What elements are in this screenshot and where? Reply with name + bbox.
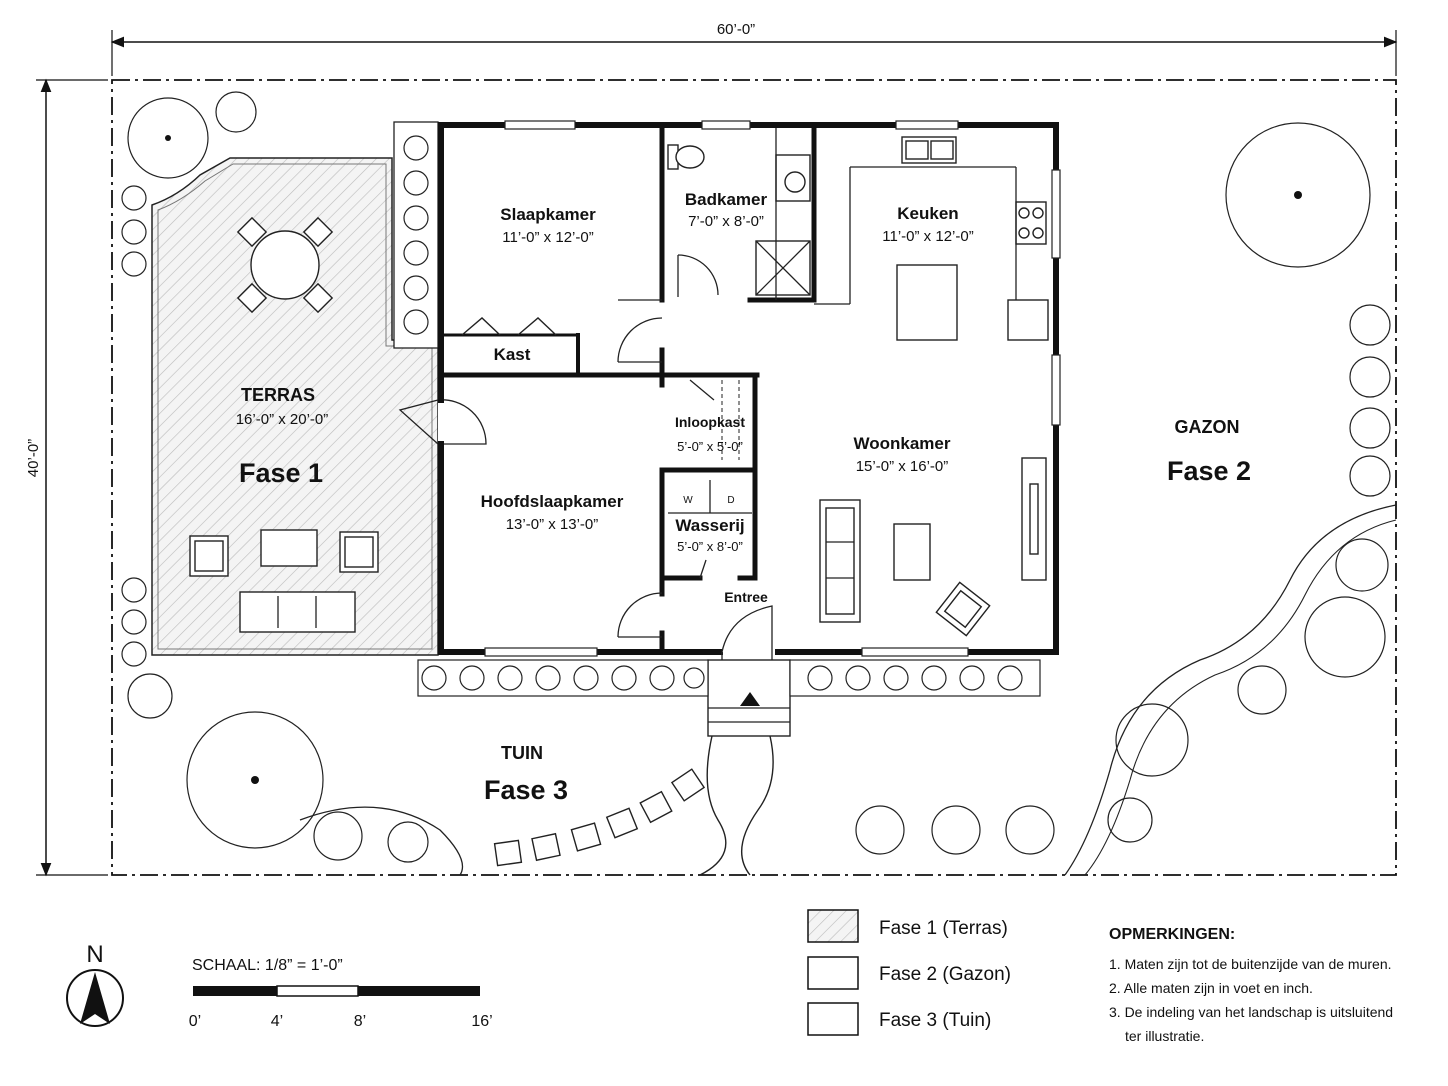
room-size-wasserij: 5’-0” x 8’-0” <box>677 539 743 554</box>
room-name-badkamer: Badkamer <box>685 190 768 209</box>
room-name-woonkamer: Woonkamer <box>854 434 951 453</box>
room-name-slaapkamer: Slaapkamer <box>500 205 596 224</box>
note-3: 3. De indeling van het landschap is uits… <box>1109 1004 1393 1020</box>
legend-label-fase2: Fase 2 (Gazon) <box>879 964 1011 985</box>
room-labels: Slaapkamer 11’-0” x 12’-0” Badkamer 7’-0… <box>481 190 974 605</box>
zone-labels: TERRAS 16’-0” x 20’-0” Fase 1 GAZON Fase… <box>236 385 1251 805</box>
note-1: 1. Maten zijn tot de buitenzijde van de … <box>1109 956 1392 972</box>
north-arrow: N <box>66 941 124 1027</box>
scale-tick-2: 8’ <box>354 1013 366 1030</box>
legend: Fase 1 (Terras) Fase 2 (Gazon) Fase 3 (T… <box>807 909 1011 1036</box>
height-dimension: 40’-0” <box>25 78 108 877</box>
notes: OPMERKINGEN: 1. Maten zijn tot de buiten… <box>1109 926 1393 1044</box>
bathroom-fixtures <box>667 128 811 300</box>
living-room-furniture <box>819 457 1047 637</box>
interior-doors <box>617 254 740 638</box>
room-size-inloopkast: 5’-0” x 5’-0” <box>677 439 743 454</box>
zone-name-tuin: TUIN <box>501 743 543 763</box>
room-name-hoofdslaapkamer: Hoofdslaapkamer <box>481 492 624 511</box>
notes-title: OPMERKINGEN: <box>1109 926 1235 943</box>
zone-size-terras: 16’-0” x 20’-0” <box>236 411 329 428</box>
legend-swatch-fase1 <box>807 909 859 943</box>
scale-bar: SCHAAL: 1/8” = 1’-0” 0’ 4’ 8’ 16’ <box>189 957 493 1030</box>
shrubs <box>121 91 1391 863</box>
scale-tick-3: 16’ <box>471 1013 492 1030</box>
room-size-slaapkamer: 11’-0” x 12’-0” <box>502 229 593 246</box>
legend-label-fase3: Fase 3 (Tuin) <box>879 1010 991 1031</box>
note-2: 2. Alle maten zijn in voet en inch. <box>1109 980 1313 996</box>
front-planter-beds <box>417 659 1041 697</box>
legend-swatch-fase2 <box>807 956 859 990</box>
property-boundary <box>111 79 1397 876</box>
dryer-label: D <box>727 495 734 506</box>
legend-label-fase1: Fase 1 (Terras) <box>879 918 1008 939</box>
zone-name-gazon: GAZON <box>1175 417 1240 437</box>
width-dimension: 60’-0” <box>110 21 1398 76</box>
windows <box>484 120 1061 657</box>
scale-tick-1: 4’ <box>271 1013 283 1030</box>
zone-phase-tuin: Fase 3 <box>484 775 568 805</box>
entry <box>699 605 791 876</box>
closet-bifold-doors <box>461 317 557 336</box>
washer-label: W <box>683 495 693 506</box>
note-3-continued: ter illustratie. <box>1125 1028 1204 1044</box>
terrace-door <box>398 399 487 445</box>
scale-tick-0: 0’ <box>189 1013 201 1030</box>
patio-lounge-set <box>189 529 379 633</box>
stepping-stones <box>493 768 706 867</box>
laundry-fixtures: W D <box>668 480 752 514</box>
north-label: N <box>86 941 103 968</box>
room-name-keuken: Keuken <box>897 204 958 223</box>
room-name-inloopkast: Inloopkast <box>675 414 745 430</box>
room-name-kast: Kast <box>494 345 531 364</box>
planter-shrubs <box>403 135 429 335</box>
zone-name-terras: TERRAS <box>241 385 315 405</box>
room-name-wasserij: Wasserij <box>675 516 744 535</box>
kitchen-fixtures <box>896 136 1049 341</box>
interior-walls <box>438 122 1016 655</box>
patio-dining-set <box>236 216 334 314</box>
scale-title: SCHAAL: 1/8” = 1’-0” <box>192 957 343 974</box>
height-dimension-label: 40’-0” <box>25 439 42 477</box>
zone-phase-terras: Fase 1 <box>239 458 323 488</box>
north-arrow-icon <box>80 972 110 1024</box>
room-name-entree: Entree <box>724 589 768 605</box>
room-size-keuken: 11’-0” x 12’-0” <box>882 228 973 245</box>
trees <box>127 97 1386 849</box>
room-size-woonkamer: 15’-0” x 16’-0” <box>856 458 949 475</box>
legend-swatch-fase3 <box>807 1002 859 1036</box>
width-dimension-label: 60’-0” <box>717 21 755 38</box>
room-size-hoofdslaapkamer: 13’-0” x 13’-0” <box>506 516 599 533</box>
garden-beds <box>299 504 1397 876</box>
room-size-badkamer: 7’-0” x 8’-0” <box>688 213 764 230</box>
zone-phase-gazon: Fase 2 <box>1167 456 1251 486</box>
